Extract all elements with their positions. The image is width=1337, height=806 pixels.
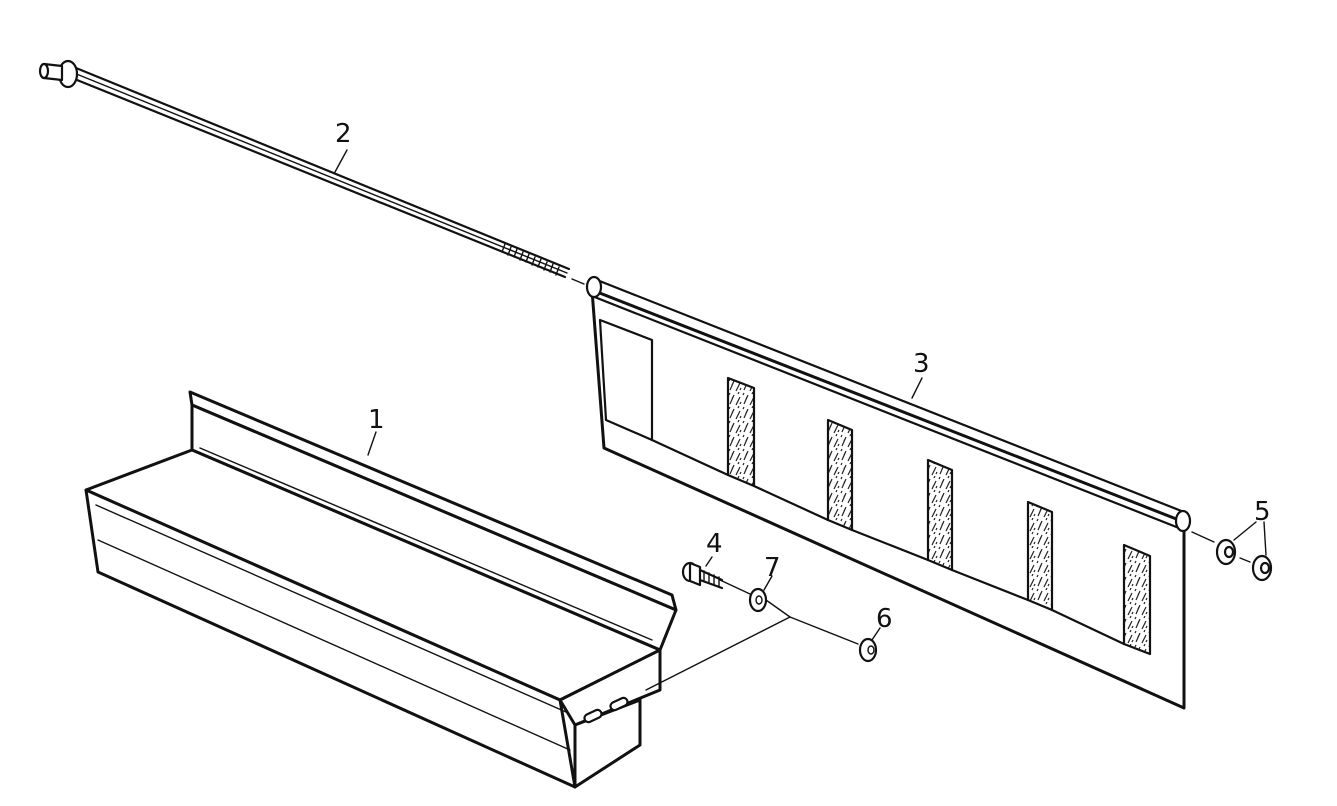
callout-6: 6 (876, 604, 893, 634)
rod-part (38, 59, 571, 279)
callout-5: 5 (1254, 497, 1271, 527)
callout-1: 1 (368, 405, 385, 435)
washer-part (748, 587, 768, 613)
screw-part (681, 561, 724, 590)
callout-3: 3 (913, 349, 930, 379)
callout-2: 2 (335, 119, 352, 149)
callout-4: 4 (706, 529, 723, 559)
panel-part (585, 275, 1192, 710)
nut-pair-part (1215, 538, 1273, 582)
nut-part (858, 637, 878, 663)
callout-7: 7 (764, 553, 781, 583)
bracket-channel-part (84, 390, 678, 789)
